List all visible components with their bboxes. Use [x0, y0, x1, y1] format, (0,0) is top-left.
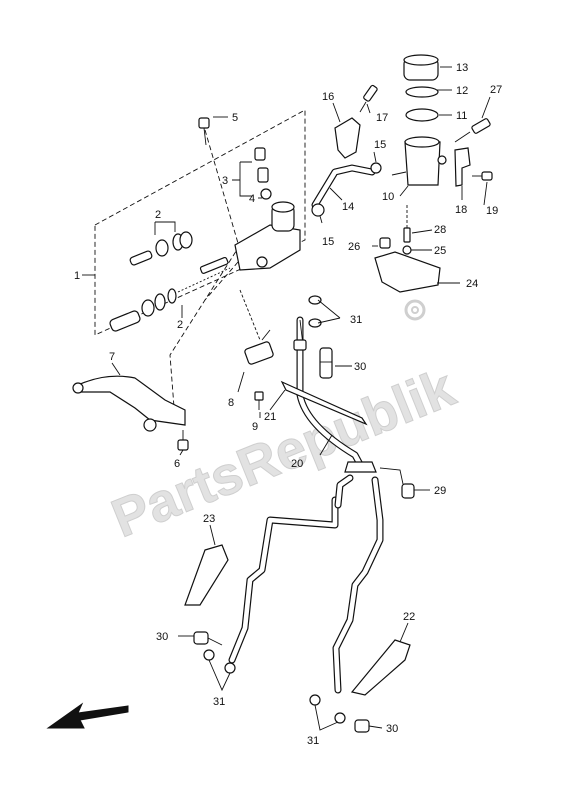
callout-15-upper: 15 [374, 139, 386, 151]
master-cylinder-body [234, 201, 301, 271]
callout-labels: 1 2 2 3 4 5 6 7 8 9 10 11 12 13 14 15 15… [74, 62, 502, 747]
brake-hose-right [332, 476, 384, 694]
callout-9: 9 [252, 421, 258, 433]
callout-11: 11 [456, 110, 467, 122]
bracket-24 [374, 251, 441, 293]
screw-17 [359, 84, 378, 113]
callout-1: 1 [74, 270, 80, 282]
bracket-22 [350, 639, 411, 696]
washer-25 [402, 245, 412, 255]
plate-12 [405, 86, 439, 98]
switch-guide [239, 289, 261, 341]
brake-switch-8 [244, 329, 274, 365]
screw-9 [254, 391, 264, 410]
washer-31-left-b [224, 662, 236, 674]
kit-guide-1 [204, 129, 241, 251]
callout-26: 26 [348, 241, 360, 253]
callout-30-right: 30 [386, 723, 398, 735]
bolt-5 [198, 117, 210, 146]
hose-guide-21 [280, 380, 368, 426]
screw-28 [403, 227, 411, 243]
piston-kit [109, 231, 231, 332]
callout-15-lower: 15 [322, 236, 334, 248]
clip-15-upper [370, 162, 382, 174]
callout-30-left: 30 [156, 631, 168, 643]
callout-12: 12 [456, 85, 468, 97]
kit-guide-3 [204, 261, 239, 301]
union-bolt-30-right [354, 719, 370, 733]
reservoir-tank-10 [391, 136, 447, 186]
kit-guide-2 [169, 244, 241, 421]
callout-21: 21 [264, 411, 276, 423]
leader-lines [82, 66, 491, 731]
callout-10: 10 [382, 191, 394, 203]
gear-watermark-icon [404, 299, 426, 321]
callout-13: 13 [456, 62, 468, 74]
washer-31-right-a [309, 694, 321, 706]
front-arrow-icon [46, 702, 129, 729]
bracket-18 [454, 147, 471, 187]
callout-14: 14 [342, 201, 354, 213]
callout-31-left: 31 [213, 696, 225, 708]
pivot-bolt-6 [177, 430, 189, 451]
washer-31-upper-b [308, 318, 322, 328]
hose-joint [344, 461, 377, 473]
bleed-screw-3 [254, 147, 272, 200]
collar-26 [379, 237, 391, 249]
callout-31-upper: 31 [350, 314, 362, 326]
callout-7: 7 [109, 351, 115, 363]
callout-6: 6 [174, 458, 180, 470]
reservoir-cap-13 [403, 54, 439, 81]
callout-22: 22 [403, 611, 415, 623]
bracket-23 [184, 544, 229, 606]
bolt-27 [454, 118, 491, 143]
callout-27: 27 [490, 84, 502, 96]
clip-15-lower [311, 203, 325, 217]
washer-31-left-a [203, 649, 215, 661]
junction-bolt-29 [379, 467, 415, 499]
callout-23: 23 [203, 513, 215, 525]
callout-4: 4 [249, 193, 255, 205]
callout-16: 16 [322, 91, 334, 103]
callout-17: 17 [376, 112, 388, 124]
callout-19: 19 [486, 205, 498, 217]
washer-31-upper-a [308, 295, 322, 305]
callout-25: 25 [434, 245, 446, 257]
callout-8: 8 [228, 397, 234, 409]
callout-30-upper: 30 [354, 361, 366, 373]
brake-lever-7 [72, 375, 186, 432]
callout-29: 29 [434, 485, 446, 497]
bracket-16 [334, 117, 361, 159]
callout-20: 20 [291, 458, 303, 470]
callout-2-lower: 2 [177, 319, 183, 331]
callout-28: 28 [434, 224, 446, 236]
washer-31-right-b [334, 712, 346, 724]
callout-3: 3 [222, 175, 228, 187]
union-bolt-30-left [193, 631, 223, 646]
callout-18: 18 [455, 204, 467, 216]
union-bolt-30-upper [319, 347, 333, 379]
kit-outline [94, 109, 306, 336]
bolt-19 [472, 171, 493, 181]
callout-31-right: 31 [307, 735, 319, 747]
callout-24: 24 [466, 278, 478, 290]
callout-5: 5 [232, 112, 238, 124]
callout-2-upper: 2 [155, 209, 161, 221]
diaphragm-11 [405, 108, 439, 122]
